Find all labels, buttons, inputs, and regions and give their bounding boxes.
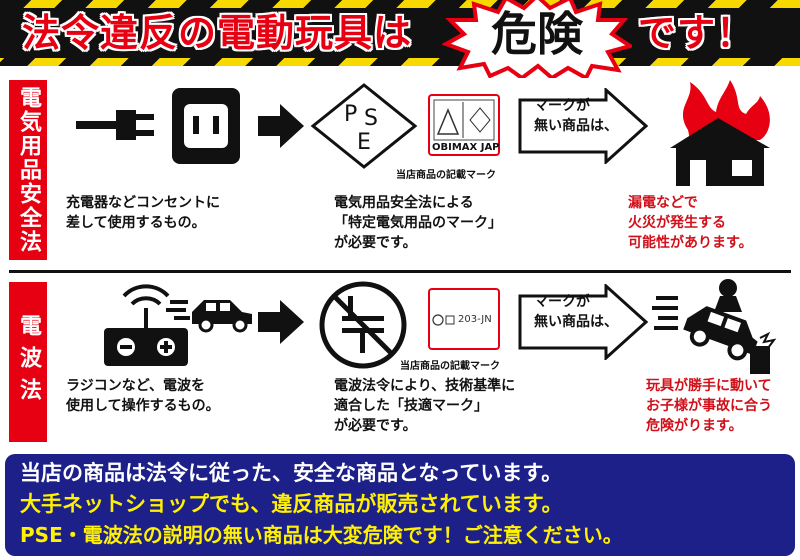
header-title-left: 法令違反の電動玩具は [22,11,413,55]
store-pse-label-icon [428,94,500,156]
pse-letter-p: P [344,102,358,127]
header-title-right: です！ [638,11,756,55]
section-divider [9,270,791,273]
giteki-mark-description: 電波法令により、技術基準に 適合した「技適マーク」 が必要です。 [334,378,516,434]
danger-burst-icon [442,0,632,78]
store-label-caption-radio: 当店商品の記載マーク [400,361,500,372]
plug-description: 充電器などコンセントに 差して使用するもの。 [66,195,220,231]
notice-box [5,454,795,556]
rc-controller-icon [104,284,252,366]
notice-line-2: 大手ネットショップでも、違反商品が販売されています。 [20,492,563,516]
arrow-right-icon-2 [258,300,304,344]
arrow-right-icon [258,104,304,148]
fire-danger-description: 漏電などで 火災が発生する 可能性があります。 [628,195,753,251]
header-bar [0,8,800,58]
store-label-brand: OBIMAX JAP [432,142,500,153]
store-giteki-label-icon [428,288,500,350]
pse-letter-s: S [364,106,378,131]
side-label-radio: 電波法 [9,282,47,442]
danger-word: 危険 [491,7,583,61]
side-label-electric: 電気用品安全法 [9,80,47,260]
notice-line-3: PSE・電波法の説明の無い商品は大変危険です！ご注意ください。 [20,523,623,547]
pse-mark-description: 電気用品安全法による 「特定電気用品のマーク」 が必要です。 [334,195,502,251]
pse-letter-e: E [357,130,371,155]
store-label-code: 203-JN [458,314,492,325]
arrow-text-radio: マークが 無い商品は、 [534,294,618,330]
notice-line-1: 当店の商品は法令に従った、安全な商品となっています。 [20,461,563,485]
accident-danger-description: 玩具が勝手に動いて お子様が事故に合う 危険がります。 [646,378,772,434]
pse-mark-icon [310,83,418,169]
arrow-text-electric: マークが 無い商品は、 [534,98,618,134]
plug-outlet-icon [76,88,240,164]
house-fire-icon [670,80,770,186]
arrow-callout-electric [518,88,648,164]
car-accident-icon [652,279,777,374]
giteki-mark-icon [319,281,407,369]
store-label-caption-electric: 当店商品の記載マーク [396,170,496,181]
rc-toy-description: ラジコンなど、電波を 使用して操作するもの。 [66,378,220,414]
arrow-callout-radio [518,284,648,360]
